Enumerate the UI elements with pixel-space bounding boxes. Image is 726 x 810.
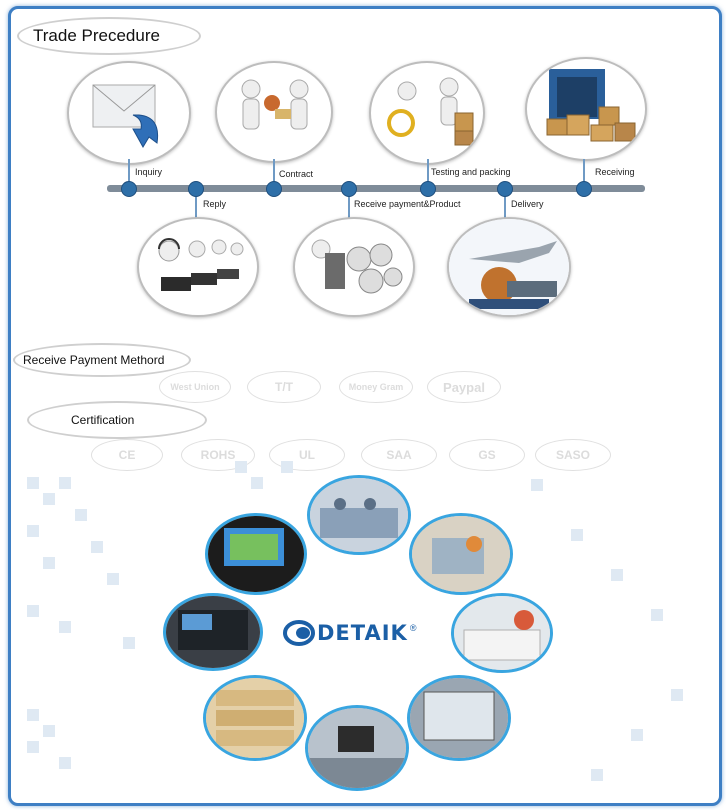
factory-photo-top-left <box>205 513 307 595</box>
reply-node <box>188 181 204 197</box>
delivery-node <box>497 181 513 197</box>
inquiry-stem <box>128 159 130 187</box>
testing-node <box>420 181 436 197</box>
airplane-globe-icon <box>449 219 569 315</box>
brand-registered-mark: ® <box>409 623 417 633</box>
packing-figures-icon <box>387 77 474 146</box>
certification-title-text: Certification <box>71 413 135 427</box>
payment-image <box>293 217 415 317</box>
payment-methods-title-text: Receive Payment Methord <box>23 353 165 367</box>
contract-node <box>266 181 282 197</box>
testing-packing-image <box>369 61 485 165</box>
reply-stem <box>195 191 197 223</box>
western-union-badge: West Union <box>159 371 231 403</box>
moneygram-badge: Money Gram <box>339 371 413 403</box>
certification-title: Certification <box>27 401 207 439</box>
factory-photo-bottom-right <box>407 675 511 761</box>
delivery-image <box>447 217 571 317</box>
receiving-image <box>525 57 647 161</box>
reply-label: Reply <box>203 199 227 209</box>
factory-photo-bottom-left <box>203 675 307 761</box>
payment-stem <box>348 191 350 223</box>
receiving-stem <box>583 159 585 187</box>
payment-label: Receive payment&Product <box>354 199 461 209</box>
brand-logo: DETAIK ® <box>283 620 416 646</box>
delivery-stem <box>504 191 506 223</box>
saso-badge: SASO <box>535 439 611 471</box>
payment-methods-title: Receive Payment Methord <box>13 343 191 377</box>
tt-badge: T/T <box>247 371 321 403</box>
receiving-label: Receiving <box>595 167 635 177</box>
envelope-icon <box>92 84 159 148</box>
handshake-figures-icon <box>241 79 309 130</box>
testing-label: Testing and packing <box>431 167 511 177</box>
factory-photo-bottom <box>305 705 409 791</box>
contract-label: Contract <box>279 169 314 179</box>
payment-node <box>341 181 357 197</box>
call-center-icon <box>158 238 244 291</box>
gs-badge: GS <box>449 439 525 471</box>
inquiry-node <box>121 181 137 197</box>
factory-photo-right <box>451 593 553 673</box>
inquiry-label: Inquiry <box>135 167 163 177</box>
paypal-badge: Paypal <box>427 371 501 403</box>
brand-name: DETAIK <box>317 621 408 645</box>
contract-stem <box>273 159 275 187</box>
receiving-node <box>576 181 592 197</box>
contract-image <box>215 61 333 163</box>
delivery-label: Delivery <box>511 199 544 209</box>
factory-photo-top <box>307 475 411 555</box>
trade-procedure-title-text: Trade Precedure <box>33 26 160 45</box>
ce-badge: CE <box>91 439 163 471</box>
saa-badge: SAA <box>361 439 437 471</box>
money-gears-icon <box>311 239 403 294</box>
factory-photo-top-right <box>409 513 513 595</box>
inquiry-image <box>67 61 191 165</box>
factory-photo-left <box>163 593 263 671</box>
page-frame: Trade Precedure <box>8 6 722 806</box>
testing-stem <box>427 159 429 187</box>
container-boxes-icon <box>546 69 636 142</box>
trade-procedure-title: Trade Precedure <box>17 17 201 55</box>
timeline-bar <box>107 185 645 192</box>
reply-image <box>137 217 259 317</box>
brand-swoosh-icon <box>283 620 315 646</box>
